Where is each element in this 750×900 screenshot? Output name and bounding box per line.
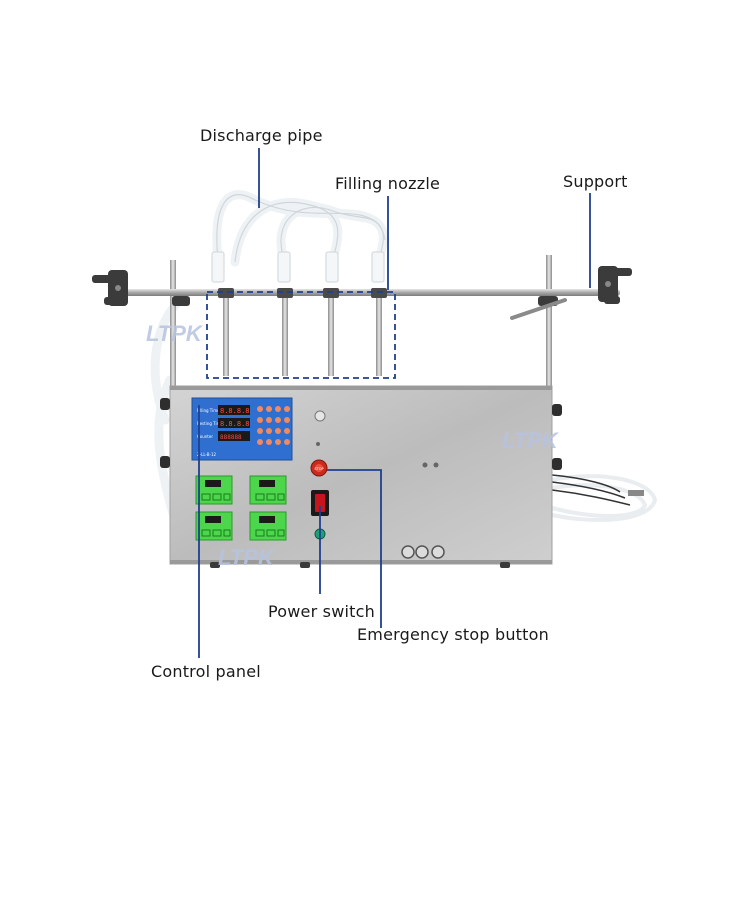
nozzle-rods: [223, 290, 382, 376]
rest-time-text: Resting Time: [197, 421, 223, 426]
hose-coil: [551, 474, 658, 522]
nozzle-highlight-box: [206, 291, 396, 379]
watermark-1: LTPK: [146, 321, 204, 346]
label-power-switch: Power switch: [268, 602, 375, 621]
control-display: Filling Time Resting Time Counter 8.8.8.…: [191, 397, 293, 461]
display-b: 8.8.8.8: [220, 420, 250, 428]
display-c: 888888: [220, 434, 242, 441]
support-bar: [110, 289, 620, 296]
watermarks: LTPK LTPK LTPK: [146, 321, 560, 570]
support-posts: [170, 255, 552, 388]
stop-text: STOP: [314, 467, 323, 471]
label-control-panel: Control panel: [151, 662, 261, 681]
filling-time-text: Filling Time: [197, 408, 220, 413]
label-filling-nozzle: Filling nozzle: [335, 174, 441, 193]
right-clamp: [538, 266, 632, 306]
counter-text: Counter: [197, 434, 213, 439]
label-discharge-pipe: Discharge pipe: [200, 126, 323, 145]
watermark-2: LTPK: [502, 428, 560, 453]
watermark-3: LTPK: [218, 545, 276, 570]
label-support: Support: [563, 172, 628, 191]
nozzle-fittings: [211, 251, 385, 283]
model-text: Z-LL-B-12: [197, 452, 217, 457]
display-a: 8.8.8.8: [220, 407, 250, 415]
power-switch: [311, 490, 329, 516]
label-emergency-stop: Emergency stop button: [357, 625, 549, 644]
green-modules: [195, 475, 287, 541]
sensor-probe: [628, 490, 644, 496]
emergency-stop-button: STOP: [310, 459, 328, 477]
leader-lines: [198, 148, 591, 658]
left-clamp: [92, 270, 190, 306]
bottom-connectors: [401, 545, 445, 559]
